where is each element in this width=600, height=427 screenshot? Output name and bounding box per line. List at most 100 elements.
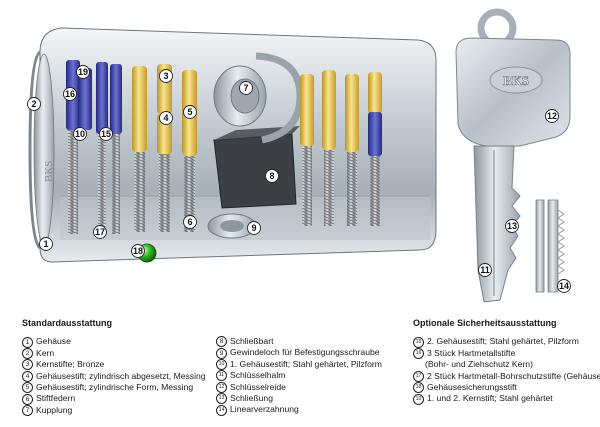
legend-standard-title: Standardausstattung [22, 318, 113, 328]
callout-label: 2 [31, 99, 36, 109]
callout-label: 19 [78, 67, 88, 77]
legend-text: Kernstifte; Bronze [36, 359, 105, 370]
legend-number-badge: 15 [413, 336, 424, 348]
callout-label: 5 [187, 107, 192, 117]
legend-text: Linearverzahnung [230, 404, 299, 415]
housing-brand-engraving: BKS [43, 161, 55, 182]
callout-label: 13 [507, 221, 517, 231]
key-profile-detail [535, 199, 565, 293]
legend-number-badge: 9 [216, 347, 227, 359]
legend-text: 2 Stück Hartmetall-Bohrschutzstifte (Geh… [427, 370, 600, 381]
pin-stacks-right [300, 70, 382, 226]
legend-text: 1. Gehäusestift; Stahl gehärtet, Pilzfor… [230, 358, 382, 369]
legend-number-badge: 14 [216, 404, 227, 416]
legend-text: Gehäusestift; zylindrische Form, Messing [36, 382, 194, 393]
callout-label: 15 [101, 129, 111, 139]
callout-8: 8 [265, 169, 279, 183]
legend-number-badge: 1 [22, 336, 33, 348]
callout-label: 3 [163, 71, 168, 81]
legend-number-badge: 18 [413, 382, 424, 394]
callout-4: 4 [159, 111, 173, 125]
legend-text: Kupplung [36, 404, 73, 415]
legend-text: (Bohr- und Ziehschutz Kern) [425, 359, 533, 370]
lock-cylinder-cutaway-illustration: BKS [27, 8, 571, 303]
callout-13: 13 [505, 219, 519, 233]
callout-7: 7 [239, 81, 253, 95]
legend-number-badge: 4 [22, 370, 33, 382]
legend-number-badge: 10 [413, 393, 424, 405]
callout-label: 16 [65, 89, 75, 99]
legend-number-badge: 8 [216, 336, 227, 348]
legend-number-badge: 13 [216, 393, 227, 405]
callout-10: 10 [73, 127, 87, 141]
callout-11: 11 [478, 263, 492, 277]
callout-label: 17 [95, 227, 105, 237]
callout-16: 16 [63, 87, 77, 101]
legend-text: Gewindeloch für Befestigungsschraube [230, 347, 380, 358]
callout-label: 11 [480, 265, 490, 275]
callout-label: 9 [251, 223, 256, 233]
legend-number-badge: 6 [22, 393, 33, 405]
callout-label: 12 [547, 111, 557, 121]
cam-coupling [207, 52, 304, 239]
legend-text: 1. und 2. Kernstift; Stahl gehärtet [427, 393, 553, 404]
legend-number-badge: 16 [413, 348, 424, 360]
callout-label: 4 [163, 113, 168, 123]
legend-text: Gehäusesicherungsstift [427, 382, 517, 393]
callout-label: 1 [43, 239, 48, 249]
callout-label: 8 [269, 171, 274, 181]
legend-text: Gehäusestift; zylindrisch abgesetzt, Mes… [36, 370, 206, 381]
legend-number-badge: 5 [22, 382, 33, 394]
callout-9: 9 [247, 221, 261, 235]
callout-label: 6 [187, 217, 192, 227]
legend-text: Schlüsselreide [230, 381, 286, 392]
callout-18: 18 [131, 244, 145, 258]
callout-19: 19 [76, 65, 90, 79]
legend-optional-title: Optionale Sicherheitsausstattung [413, 318, 557, 328]
legend-number-badge: 7 [22, 405, 33, 417]
callout-15: 15 [99, 127, 113, 141]
callout-17: 17 [93, 225, 107, 239]
legend-text: Kern [36, 347, 55, 358]
legend-text: 2. Gehäusestift; Stahl gehärtet, Pilzfor… [427, 336, 579, 347]
legend-text: Stiftfedern [36, 393, 76, 404]
legend-number-badge: 2 [22, 348, 33, 360]
legend-number-badge: 12 [216, 381, 227, 393]
legend-number-badge: 11 [216, 370, 227, 382]
callout-label: 7 [243, 83, 248, 93]
legend-text: 3 Stück Hartmetallstifte [427, 347, 516, 358]
callout-label: 18 [133, 246, 143, 256]
legend-number-badge: 3 [22, 359, 33, 371]
callout-label: 14 [559, 281, 569, 291]
callout-label: 10 [75, 129, 85, 139]
callout-14: 14 [557, 279, 571, 293]
legend-number-badge: 17 [413, 370, 424, 382]
legend-text: Schließung [230, 393, 273, 404]
key-illustration: BKS [455, 8, 571, 303]
legend-text: Schließbart [230, 336, 274, 346]
callout-6: 6 [183, 215, 197, 229]
